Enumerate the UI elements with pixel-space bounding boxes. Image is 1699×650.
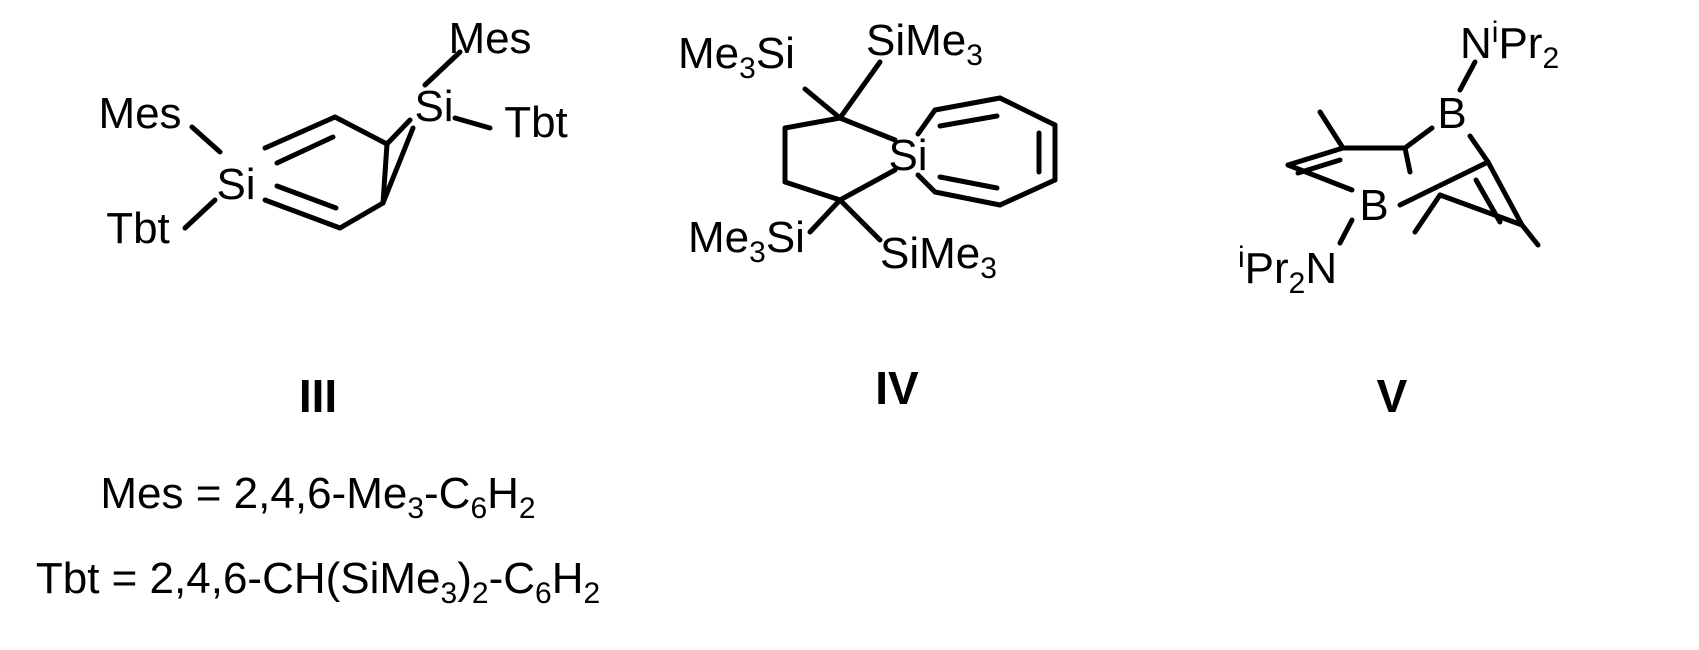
mesityl-group-label: Mes: [98, 89, 181, 138]
compound-label-iii: III: [299, 370, 337, 422]
boron-atom-label: B: [1359, 181, 1388, 230]
bond: [1402, 145, 1413, 175]
tbt-group-label: Tbt: [504, 98, 568, 147]
compound-iii-bonds: [182, 49, 493, 231]
compound-v-bonds: [1285, 59, 1541, 248]
bond: [807, 197, 843, 235]
bond: [182, 197, 218, 231]
bond: [1397, 159, 1491, 208]
silicon-atom-label: Si: [888, 131, 927, 180]
bond: [915, 107, 938, 137]
silicon-atom-label: Si: [414, 82, 453, 131]
trimethylsilyl-group-label: Me3Si: [688, 213, 805, 269]
bond: [422, 49, 463, 88]
bond: [380, 141, 390, 206]
compound-label-iv: IV: [875, 362, 919, 414]
bond: [1285, 162, 1355, 193]
trimethylsilyl-group-label: SiMe3: [880, 229, 997, 285]
bond: [1285, 145, 1346, 168]
bond: [332, 114, 390, 147]
compound-v: B B NiPr2 iPr2N V: [1238, 16, 1559, 422]
bond: [1519, 222, 1541, 248]
diisopropylamino-group-label: iPr2N: [1238, 241, 1337, 300]
bond: [837, 167, 898, 203]
mesityl-group-label: Mes: [448, 14, 531, 63]
bond: [262, 197, 343, 231]
bond: [837, 115, 898, 143]
bond: [837, 59, 883, 121]
bond: [932, 95, 1003, 113]
bond: [1437, 192, 1525, 228]
trimethylsilyl-group-label: Me3Si: [678, 29, 795, 85]
double-bond-inner: [937, 174, 1000, 191]
abbreviation-definitions: Mes = 2,4,6-Me3-C6H2 Tbt = 2,4,6-CH(SiMe…: [36, 469, 600, 610]
bond: [1467, 133, 1491, 165]
compound-iv-bonds: [782, 59, 1058, 243]
bond: [1402, 125, 1435, 151]
bond: [1485, 159, 1525, 228]
bond: [380, 125, 416, 206]
bond: [782, 179, 843, 203]
bond: [1317, 109, 1346, 151]
mes-definition: Mes = 2,4,6-Me3-C6H2: [100, 469, 535, 525]
compound-iv: Si Me3Si SiMe3 Me3Si SiMe3 IV: [678, 16, 1058, 414]
bond: [337, 200, 386, 231]
double-bond-inner: [937, 113, 1000, 129]
tbt-definition: Tbt = 2,4,6-CH(SiMe3)2-C6H2: [36, 554, 600, 610]
bond: [782, 115, 843, 131]
bond: [932, 189, 1003, 208]
bond: [802, 86, 843, 121]
bond: [915, 172, 938, 195]
tbt-group-label: Tbt: [106, 204, 170, 253]
bond: [1412, 192, 1443, 235]
bond: [262, 114, 338, 151]
bond: [1457, 59, 1478, 93]
compound-iii: Si Si Mes Tbt Mes Tbt III: [98, 14, 567, 422]
bond: [1337, 217, 1355, 246]
boron-atom-label: B: [1437, 89, 1466, 138]
bond: [384, 117, 413, 147]
bond: [189, 124, 223, 155]
bond: [997, 95, 1058, 128]
diisopropylamino-group-label: NiPr2: [1460, 16, 1559, 75]
double-bond-inner: [274, 183, 339, 211]
compound-label-v: V: [1377, 370, 1408, 422]
double-bond-inner: [274, 134, 336, 166]
bond: [452, 115, 493, 131]
trimethylsilyl-group-label: SiMe3: [866, 16, 983, 72]
bond: [997, 177, 1058, 208]
bond: [837, 197, 883, 243]
silicon-atom-label: Si: [216, 160, 255, 209]
